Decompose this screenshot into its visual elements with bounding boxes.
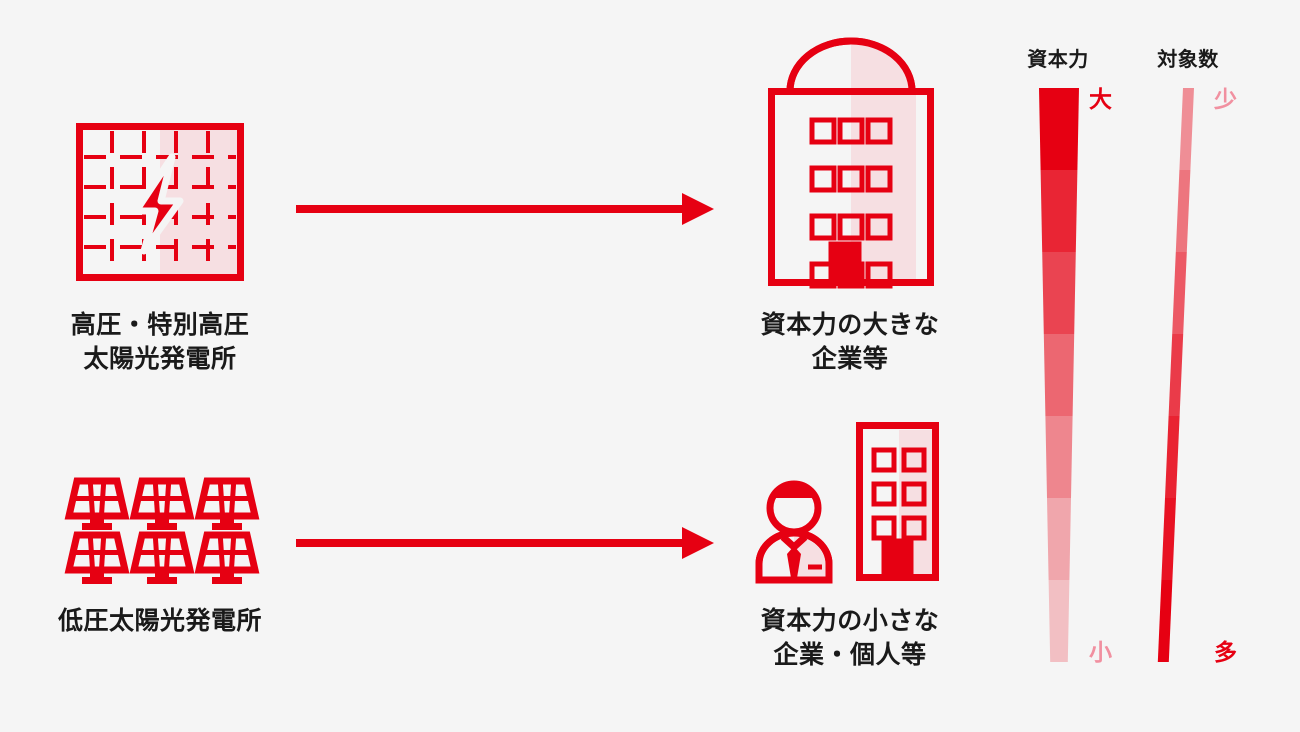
flow-arrow-bottom	[296, 526, 716, 560]
low-voltage-solar-panels-icon	[68, 478, 258, 584]
target-count-bottom-label: 多	[1214, 640, 1238, 666]
capital-strength-top-label: 大	[1089, 87, 1113, 113]
large-capital-company-label: 資本力の大きな 企業等	[760, 310, 940, 373]
small-business-person-building-icon	[755, 420, 942, 584]
capital-strength-taper-bar	[1039, 88, 1083, 664]
high-voltage-solar-plant-icon	[76, 123, 244, 281]
target-count-top-label: 少	[1214, 87, 1238, 113]
target-count-taper-bar	[1157, 88, 1236, 664]
small-capital-company-label: 資本力の小さな 企業・個人等	[760, 606, 940, 669]
high-voltage-plant-label: 高圧・特別高圧 太陽光発電所	[70, 310, 250, 373]
flow-arrow-top	[296, 192, 716, 226]
scale-heading-capital-strength: 資本力	[1027, 47, 1089, 71]
large-office-building-icon	[766, 37, 936, 289]
capital-strength-bottom-label: 小	[1089, 640, 1113, 666]
scale-heading-target-count: 対象数	[1157, 47, 1219, 71]
low-voltage-plant-label: 低圧太陽光発電所	[57, 606, 262, 635]
